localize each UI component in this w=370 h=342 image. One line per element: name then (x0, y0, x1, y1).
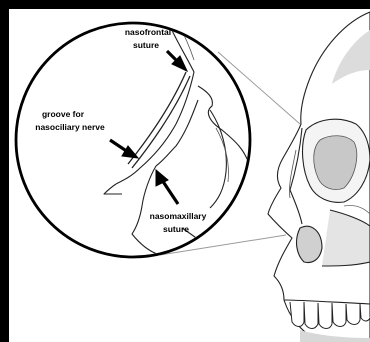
label-nasomaxillary-line1: nasomaxillary (150, 211, 207, 221)
label-nasomaxillary-line2: suture (163, 224, 189, 234)
frame-left (0, 0, 9, 342)
label-groove-line2: nasociliary nerve (35, 122, 105, 132)
skull-illustration (268, 12, 370, 342)
inset-circle (16, 23, 250, 257)
label-nasofrontal-line1: nasofrontal (125, 27, 171, 37)
magnified-inset: nasofrontal suture groove for nasociliar… (16, 22, 250, 257)
label-nasofrontal-line2: suture (133, 40, 159, 50)
frame-top (0, 0, 370, 9)
label-groove-line1: groove for (42, 109, 85, 119)
